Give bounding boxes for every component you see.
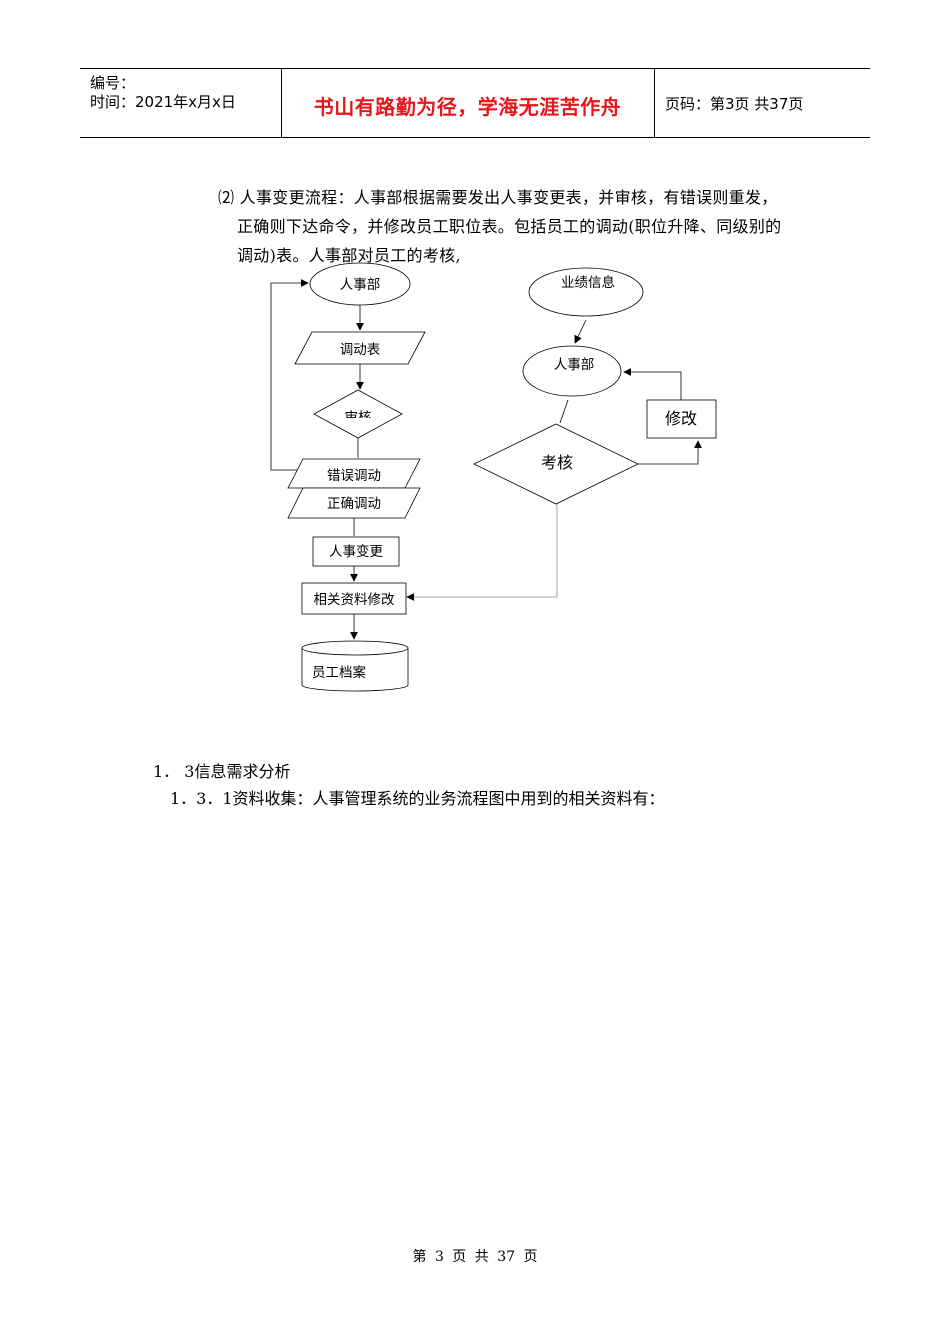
- transfer-form-label: 调动表: [340, 342, 381, 358]
- hr-dept-node: 人事部: [309, 262, 411, 306]
- header-page-cell: 页码：第3页 共37页: [655, 69, 870, 137]
- hr-dept2-node: 人事部: [522, 345, 622, 397]
- description-line-2: 正确则下达命令，并修改员工职位表。包括员工的调动(职位升降、同级别的: [237, 217, 782, 236]
- correct-transfer-node: 正确调动: [287, 487, 421, 519]
- modify-node: 修改: [646, 399, 717, 439]
- header-motto-cell: 书山有路勤为径，学海无涯苦作舟: [281, 69, 655, 137]
- header-meta-cell: 编号： 时间：2021年x月x日: [80, 69, 282, 137]
- arrow-to-hr-dept2: [574, 319, 587, 344]
- wrong-transfer-label: 错误调动: [327, 468, 381, 484]
- hr-dept2-to-assessment-line: [559, 399, 569, 424]
- loop-back-arrow: [270, 279, 309, 471]
- wrong-transfer-node: 错误调动: [287, 458, 421, 489]
- modify-records-label: 相关资料修改: [314, 592, 395, 608]
- page-footer: 第 3 页 共 37 页: [412, 1249, 538, 1265]
- process-description: ⑵ 人事变更流程：人事部根据需要发出人事变更表，并审核，有错误则重发， 正确则下…: [218, 183, 818, 270]
- transfer-form-node: 调动表: [294, 331, 426, 365]
- employee-archive-label: 员工档案: [312, 664, 366, 681]
- modify-records-node: 相关资料修改: [301, 582, 407, 615]
- modify-label: 修改: [665, 409, 697, 428]
- number-label: 编号：: [90, 74, 136, 92]
- description-line-1: ⑵ 人事变更流程：人事部根据需要发出人事变更表，并审核，有错误则重发，: [218, 188, 778, 207]
- page-info: 页码：第3页 共37页: [665, 95, 804, 113]
- hr-dept2-label: 人事部: [554, 357, 595, 373]
- modify-to-hr-dept2-arrow: [623, 368, 682, 400]
- assessment-node: 考核: [473, 423, 639, 505]
- correct-transfer-label: 正确调动: [327, 496, 381, 512]
- personnel-change-label: 人事变更: [329, 544, 383, 560]
- personnel-change-node: 人事变更: [312, 536, 400, 567]
- assessment-to-modify-arrow: [638, 440, 702, 465]
- hr-dept-label: 人事部: [340, 277, 381, 293]
- assessment-label: 考核: [541, 453, 573, 472]
- section-heading-1-3: 1． 3信息需求分析: [153, 762, 291, 781]
- personnel-change-flowchart: 人事部 调动表 审核 错误调动 正确调动 人事变更 相关资料修改 员工档案: [270, 262, 717, 692]
- assessment-to-records-arrow: [406, 504, 558, 601]
- performance-info-node: 业绩信息: [528, 267, 644, 317]
- section-heading-1-3-1: 1．3．1资料收集：人事管理系统的业务流程图中用到的相关资料有：: [170, 789, 665, 808]
- document-header: 编号： 时间：2021年x月x日 书山有路勤为径，学海无涯苦作舟 页码：第3页 …: [80, 68, 870, 138]
- performance-info-label: 业绩信息: [561, 274, 615, 291]
- date-line: 时间：2021年x月x日: [90, 93, 236, 111]
- description-line-3: 调动)表。人事部对员工的考核,: [237, 246, 461, 265]
- motto: 书山有路勤为径，学海无涯苦作舟: [313, 95, 622, 119]
- employee-archive-node: 员工档案: [301, 640, 409, 692]
- review-node: 审核: [313, 389, 403, 439]
